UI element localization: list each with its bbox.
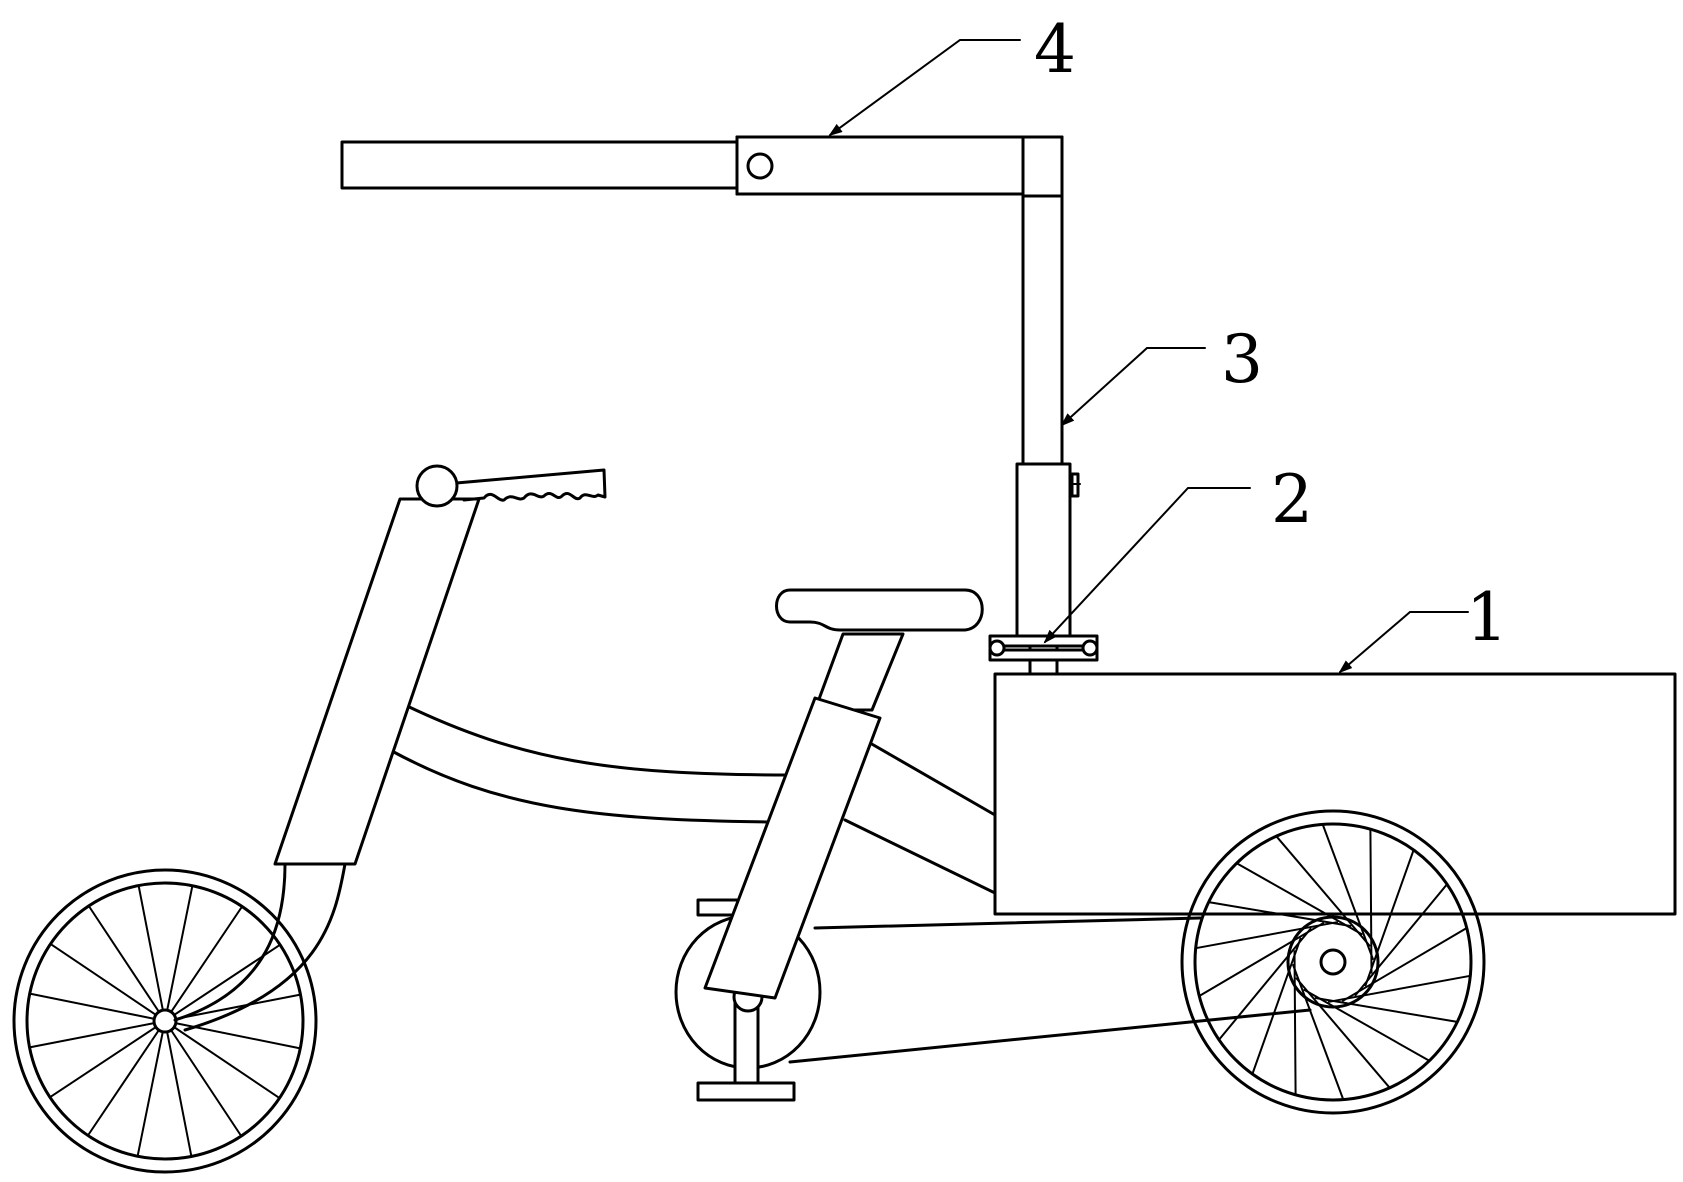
front-wheel [12,868,318,1174]
callout-leaders [828,39,1469,674]
telescopic-post [1015,193,1081,638]
spoke [136,1020,166,1158]
spoke [1321,823,1374,960]
spoke [1341,927,1468,1002]
spoke [28,1020,166,1049]
spoke [1218,927,1312,1041]
spoke [1194,921,1338,950]
rear-wheel [1180,809,1486,1115]
callout-labels: 1 2 3 4 [1034,11,1508,656]
spoke [28,992,166,1022]
callout-label-3: 3 [1221,321,1263,398]
spoke [1295,977,1391,1089]
handle-arm [340,135,1064,466]
spoke [164,1020,243,1137]
spoke [164,1020,302,1050]
cargo-box [993,672,1677,916]
spoke [1251,937,1302,1075]
seat-post [703,632,905,1000]
spoke [1303,988,1431,1062]
spoke [1293,950,1297,1096]
spoke [86,1020,166,1137]
spoke [164,884,194,1022]
saddle [775,588,984,632]
callout-label-1: 1 [1466,579,1508,656]
spoke [1275,835,1371,947]
front-handlebar [415,464,607,508]
mount-bracket [988,634,1099,676]
rear-wheel-spokes [1194,823,1472,1101]
spoke [1354,883,1448,997]
spoke [164,1020,193,1158]
spoke [164,905,244,1022]
spoke [1292,964,1345,1101]
spoke [1235,862,1363,936]
spoke [1328,974,1472,1003]
frame-tubes [388,703,1312,1064]
spoke [164,1020,281,1100]
spoke [1314,997,1459,1023]
spoke [1369,828,1373,974]
spoke [49,942,166,1022]
spoke [87,905,166,1022]
callout-label-4: 4 [1034,11,1076,88]
spoke [1198,922,1325,997]
spoke [137,884,166,1022]
front-fork [173,497,481,1032]
callout-label-2: 2 [1271,461,1313,538]
spoke [49,1020,166,1099]
spoke [1364,849,1415,987]
